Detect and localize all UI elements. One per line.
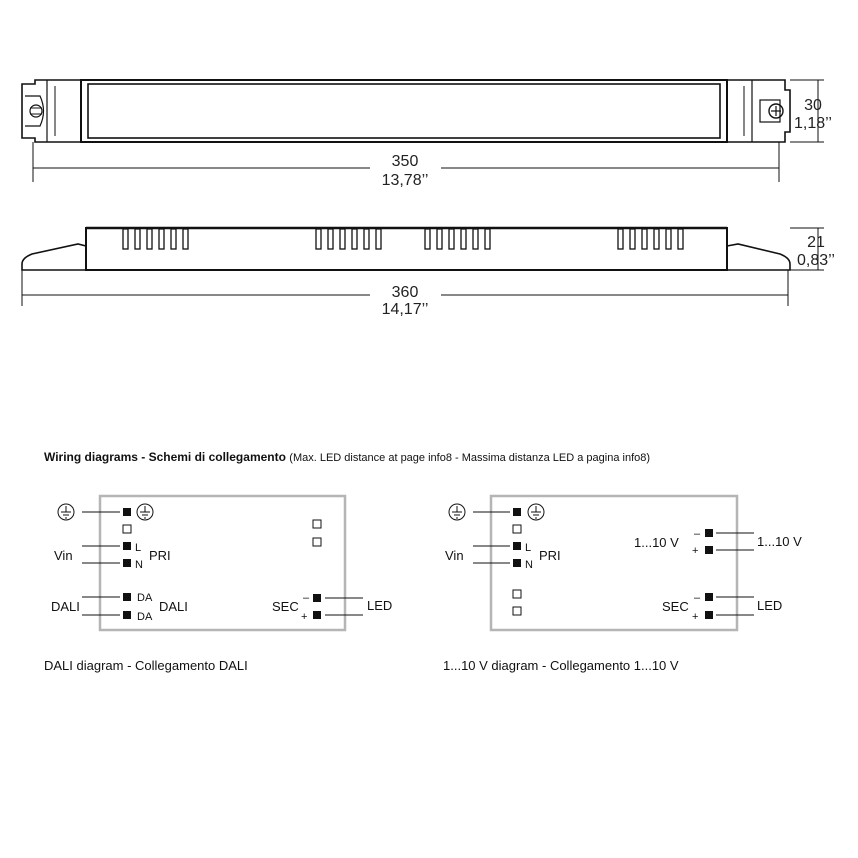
top-height-mm: 30: [804, 97, 822, 114]
vent-slot: [375, 228, 382, 250]
earth-icon: [448, 503, 466, 521]
terminal-l: [513, 542, 521, 550]
vent-slot: [158, 228, 165, 250]
label-n: N: [525, 559, 533, 571]
side-length-in: 14,17’’: [382, 301, 429, 318]
v110-diagram: L N Vin PRI 1...10 V – + 1...10 V – + SE…: [445, 494, 802, 632]
label-vin: Vin: [54, 548, 73, 563]
terminal-earth: [513, 508, 521, 516]
terminal-da-2: [123, 611, 131, 619]
earth-symbol-icon: [136, 503, 154, 521]
label-minus: –: [303, 592, 310, 604]
top-view-length-dimension: [32, 142, 780, 182]
terminal-earth: [123, 508, 131, 516]
wiring-note: (Max. LED distance at page info8 - Massi…: [289, 452, 651, 464]
wiring-title: Wiring diagrams - Schemi di collegamento: [44, 450, 286, 464]
vent-slot: [436, 228, 443, 250]
side-length-mm: 360: [392, 284, 419, 301]
vent-slot: [665, 228, 672, 250]
label-n: N: [135, 559, 143, 571]
side-height-mm: 21: [807, 234, 825, 251]
top-view-housing: [21, 79, 791, 143]
terminal-ctrl-minus: [705, 529, 713, 537]
vent-slot: [315, 228, 322, 250]
dali-diagram: L N Vin PRI DA DA DALI DALI – + SEC LED: [51, 494, 392, 632]
terminal-empty: [122, 524, 132, 534]
side-view-height-dimension: [790, 227, 824, 271]
terminal-empty: [512, 524, 522, 534]
side-view-length-dimension: [21, 270, 789, 306]
terminal-empty: [512, 589, 522, 599]
terminal-empty: [312, 519, 322, 529]
dali-caption: DALI diagram - Collegamento DALI: [44, 658, 248, 673]
vent-slot: [472, 228, 479, 250]
label-pri: PRI: [149, 548, 171, 563]
label-pri: PRI: [539, 548, 561, 563]
label-plus: +: [301, 611, 307, 623]
vent-slot: [363, 228, 370, 250]
vent-slot: [448, 228, 455, 250]
label-l: L: [135, 542, 141, 554]
label-vin: Vin: [445, 548, 464, 563]
vent-slot: [122, 228, 129, 250]
label-l: L: [525, 542, 531, 554]
label-da-1: DA: [137, 592, 153, 604]
side-view-housing: [21, 226, 791, 271]
label-dali-left: DALI: [51, 599, 80, 614]
terminal-n: [123, 559, 131, 567]
vent-slot: [653, 228, 660, 250]
terminal-ctrl-plus: [705, 546, 713, 554]
vent-slot: [327, 228, 334, 250]
terminal-empty: [512, 606, 522, 616]
vent-slot: [351, 228, 358, 250]
top-height-in: 1,18’’: [794, 115, 832, 132]
terminal-l: [123, 542, 131, 550]
earth-icon: [57, 503, 75, 521]
label-ctrl-minus: –: [694, 528, 701, 540]
top-length-mm: 350: [392, 153, 419, 170]
terminal-sec-minus: [705, 593, 713, 601]
terminal-n: [513, 559, 521, 567]
vent-slot: [629, 228, 636, 250]
terminal-da-1: [123, 593, 131, 601]
label-da-2: DA: [137, 611, 153, 623]
side-view-vents: [122, 228, 684, 250]
wiring-heading: Wiring diagrams - Schemi di collegamento…: [44, 450, 650, 464]
top-view-height-dimension: [790, 79, 824, 143]
vent-slot: [677, 228, 684, 250]
vent-slot: [617, 228, 624, 250]
earth-symbol-icon: [527, 503, 545, 521]
top-length-in: 13,78’’: [382, 172, 429, 189]
label-ctrl-plus: +: [692, 545, 698, 557]
vent-slot: [146, 228, 153, 250]
vent-slot: [424, 228, 431, 250]
label-sec: SEC: [662, 599, 689, 614]
terminal-empty: [312, 537, 322, 547]
vent-slot: [182, 228, 189, 250]
vent-slot: [641, 228, 648, 250]
label-dali-inner: DALI: [159, 599, 188, 614]
terminal-sec-plus: [705, 611, 713, 619]
label-minus: –: [694, 592, 701, 604]
terminal-sec-minus: [313, 594, 321, 602]
terminal-sec-plus: [313, 611, 321, 619]
label-plus: +: [692, 611, 698, 623]
v110-caption: 1...10 V diagram - Collegamento 1...10 V: [443, 658, 679, 673]
label-led: LED: [367, 598, 392, 613]
label-ctrl-right: 1...10 V: [757, 534, 802, 549]
label-sec: SEC: [272, 599, 299, 614]
label-led: LED: [757, 598, 782, 613]
vent-slot: [170, 228, 177, 250]
side-height-in: 0,83’’: [797, 252, 835, 269]
vent-slot: [339, 228, 346, 250]
vent-slot: [460, 228, 467, 250]
vent-slot: [134, 228, 141, 250]
label-ctrl-left: 1...10 V: [634, 535, 679, 550]
vent-slot: [484, 228, 491, 250]
